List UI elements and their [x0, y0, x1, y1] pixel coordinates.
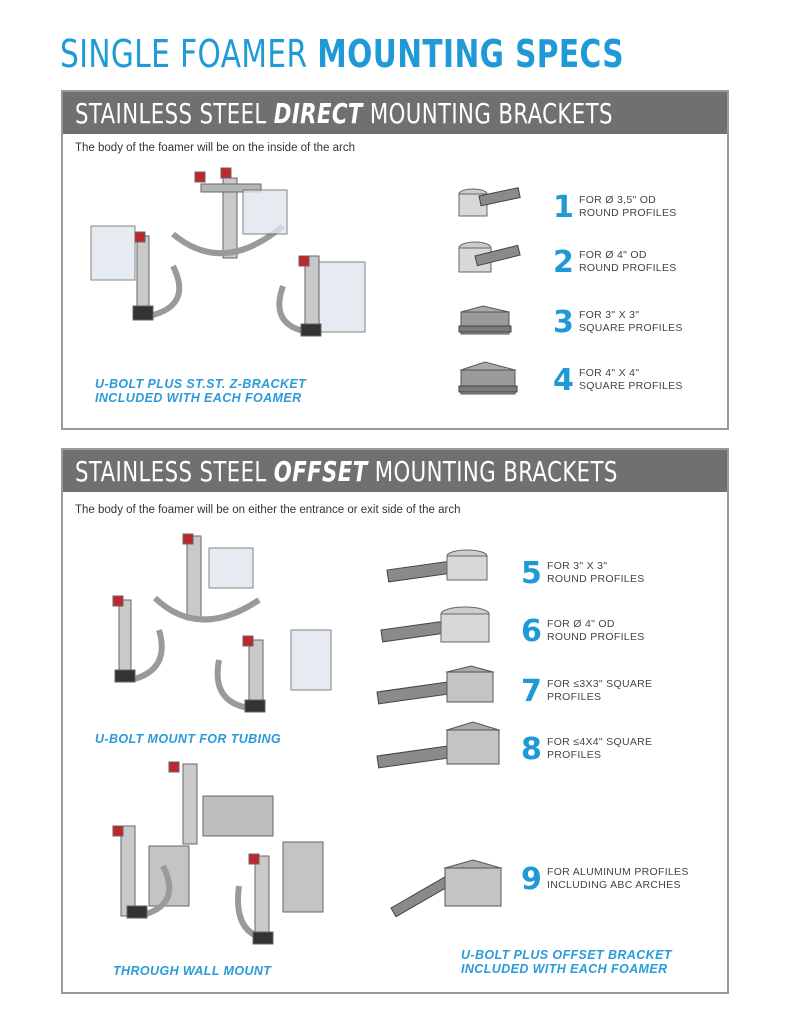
- page-title-light: SINGLE FOAMER: [60, 32, 308, 76]
- item-number: 4: [553, 363, 574, 398]
- bracket-round-35-image: [458, 187, 521, 217]
- item-label-line-2: PROFILES: [547, 749, 602, 761]
- page-title: SINGLE FOAMER MOUNTING SPECS: [60, 32, 624, 76]
- foamer-illustration-tubing: [112, 533, 332, 713]
- item-label-line-1: FOR 3" X 3": [547, 560, 608, 572]
- tubing-caption: U-BOLT MOUNT FOR TUBING: [95, 732, 282, 746]
- item-label-line-1: FOR Ø 3,5" OD: [579, 194, 657, 206]
- item-number: 7: [521, 674, 542, 709]
- bracket-offset-5-image: [386, 549, 488, 583]
- foamer-unit-top: [171, 167, 288, 259]
- item-label-line-1: FOR Ø 4" OD: [547, 618, 615, 630]
- offset-heading-post: MOUNTING BRACKETS: [374, 455, 618, 488]
- direct-caption-line-2: INCLUDED WITH EACH FOAMER: [95, 391, 302, 405]
- item-label-line-2: INCLUDING ABC ARCHES: [547, 879, 681, 891]
- offset-banner: STAINLESS STEEL OFFSET MOUNTING BRACKETS: [63, 450, 727, 492]
- bracket-offset-7-image: [376, 665, 495, 705]
- bracket-round-4-image: [458, 241, 521, 273]
- offset-bracket-caption-line-2: INCLUDED WITH EACH FOAMER: [461, 962, 668, 976]
- bracket-offset-6-image: [380, 606, 490, 643]
- item-label-line-2: ROUND PROFILES: [579, 262, 677, 274]
- offset-bracket-caption-line-1: U-BOLT PLUS OFFSET BRACKET: [461, 948, 672, 962]
- item-label-line-2: SQUARE PROFILES: [579, 322, 683, 334]
- offset-heading-pre: STAINLESS STEEL: [75, 455, 267, 488]
- offset-mounting-panel: STAINLESS STEEL OFFSET MOUNTING BRACKETS…: [61, 448, 729, 994]
- item-label-line-2: ROUND PROFILES: [547, 631, 645, 643]
- foamer-illustration-direct: [90, 167, 366, 337]
- foamer-illustration-wall: [112, 761, 324, 945]
- direct-heading-emph: DIRECT: [273, 97, 363, 130]
- direct-banner: STAINLESS STEEL DIRECT MOUNTING BRACKETS: [63, 92, 727, 134]
- item-number: 3: [553, 305, 574, 340]
- item-label-line-1: FOR Ø 4" OD: [579, 249, 647, 261]
- bracket-offset-9-image: [390, 859, 503, 918]
- item-label-line-2: PROFILES: [547, 691, 602, 703]
- direct-heading-post: MOUNTING BRACKETS: [369, 97, 613, 130]
- item-number: 2: [553, 245, 574, 280]
- foamer-unit-right: [276, 255, 366, 337]
- page-title-bold: MOUNTING SPECS: [317, 32, 624, 76]
- item-number: 6: [521, 614, 542, 649]
- item-number: 5: [521, 556, 542, 591]
- item-label-line-1: FOR ≤3X3" SQUARE: [547, 678, 653, 690]
- direct-mounting-panel: STAINLESS STEEL DIRECT MOUNTING BRACKETS…: [61, 90, 729, 430]
- item-label-line-1: FOR 4" X 4": [579, 367, 640, 379]
- direct-heading-pre: STAINLESS STEEL: [75, 97, 267, 130]
- item-label-line-2: ROUND PROFILES: [579, 207, 677, 219]
- item-label-line-2: SQUARE PROFILES: [579, 380, 683, 392]
- offset-bracket-caption: U-BOLT PLUS OFFSET BRACKET INCLUDED WITH…: [461, 948, 672, 976]
- offset-description: The body of the foamer will be on either…: [75, 504, 461, 516]
- bracket-square-3-image: [458, 305, 512, 335]
- item-label-line-1: FOR ALUMINUM PROFILES: [547, 866, 689, 878]
- offset-heading-emph: OFFSET: [273, 455, 368, 488]
- item-number: 1: [553, 190, 574, 225]
- direct-description: The body of the foamer will be on the in…: [75, 142, 355, 154]
- direct-caption-line-1: U-BOLT PLUS ST.ST. Z-BRACKET: [95, 377, 307, 391]
- bracket-offset-8-image: [376, 721, 501, 769]
- item-label-line-1: FOR 3" X 3": [579, 309, 640, 321]
- wall-caption: THROUGH WALL MOUNT: [113, 964, 272, 978]
- foamer-unit-left: [90, 225, 183, 321]
- item-label-line-1: FOR ≤4X4" SQUARE: [547, 736, 653, 748]
- direct-caption: U-BOLT PLUS ST.ST. Z-BRACKET INCLUDED WI…: [95, 377, 306, 405]
- item-number: 8: [521, 732, 542, 767]
- bracket-square-4-image: [458, 361, 518, 395]
- item-number: 9: [521, 862, 542, 897]
- item-label-line-2: ROUND PROFILES: [547, 573, 645, 585]
